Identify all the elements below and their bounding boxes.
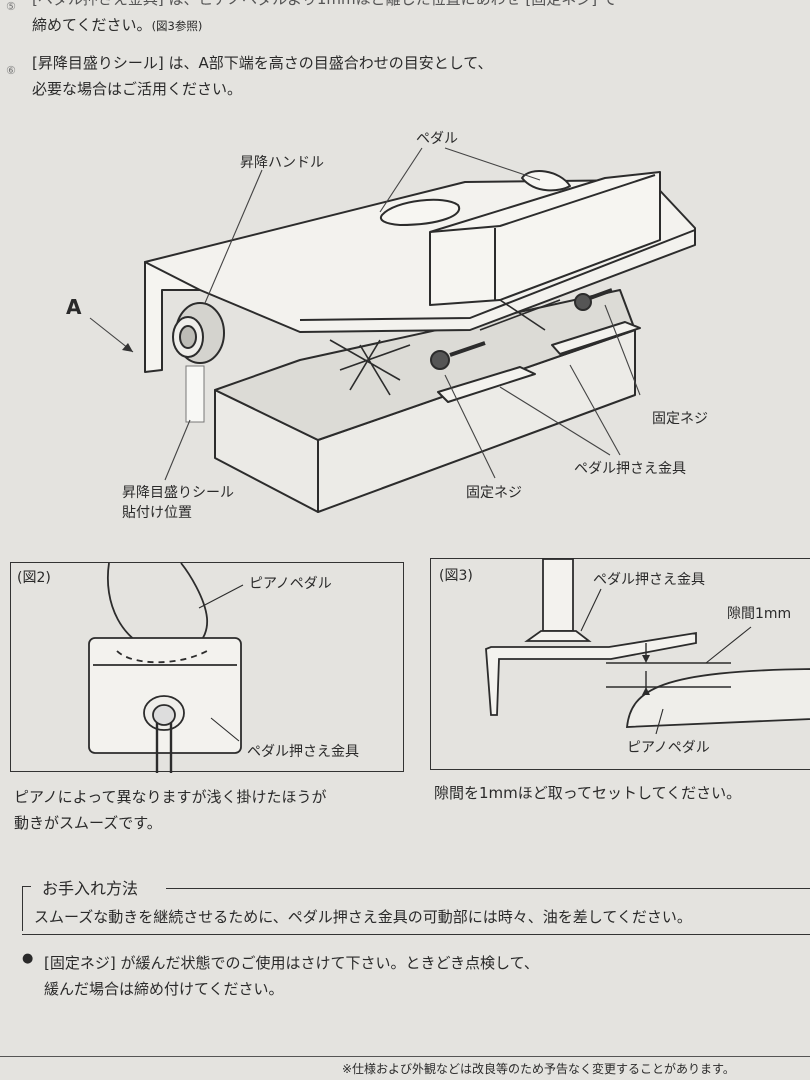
care-bottom-rule <box>22 934 810 936</box>
label-scale-seal: 昇降目盛りシール <box>122 485 234 501</box>
figure-2-caption-line1: ピアノによって異なりますが浅く掛けたほうが <box>14 788 327 806</box>
step6-line1: [昇降目盛りシール] は、A部下端を高さの目盛合わせの目安として、 <box>32 54 493 72</box>
figure-3-label-clamp: ペダル押さえ金具 <box>593 572 705 588</box>
footer-rule <box>0 1056 810 1058</box>
figure-2-caption-line2: 動きがスムーズです。 <box>14 814 162 832</box>
figure-2-title: (図2) <box>17 570 51 586</box>
label-fixing-screw-right: 固定ネジ <box>652 411 708 427</box>
figure-3-caption: 隙間を1mmほど取ってセットしてください。 <box>434 784 742 802</box>
footer-note: ※仕様および外観などは改良等のため予告なく変更することがあります。 <box>342 1062 735 1076</box>
step5-ref: (図3参照) <box>151 19 203 33</box>
step6-number: ⑥ <box>6 64 16 77</box>
care-heading-rule <box>166 888 810 890</box>
label-pedal: ペダル <box>416 131 458 147</box>
step5-number: ⑤ <box>6 0 16 13</box>
label-seal-position: 貼付け位置 <box>122 505 192 521</box>
care-text: スムーズな動きを継続させるために、ペダル押さえ金具の可動部には時々、油を差してく… <box>34 908 692 926</box>
main-device-illustration <box>89 147 696 513</box>
note-line2: 緩んだ場合は締め付けてください。 <box>44 980 284 998</box>
figure-2-illustration <box>88 562 244 773</box>
care-bracket <box>22 886 31 931</box>
step6-line2: 必要な場合はご活用ください。 <box>32 80 243 98</box>
step5-line1: [ペダル押さえ金具] は、ピアノペダルより1mmほど離した位置にあわせ [固定ネ… <box>32 0 617 10</box>
figure-2-label-piano-pedal: ピアノペダル <box>249 576 332 592</box>
figure-3-illustration <box>485 558 810 735</box>
label-pedal-clamp: ペダル押さえ金具 <box>574 461 686 477</box>
label-lift-handle: 昇降ハンドル <box>240 155 324 171</box>
note-bullet: ● <box>22 951 34 966</box>
figure-2-box: (図2) ピアノペダル ペダル押さえ金具 <box>10 562 404 773</box>
figure-3-label-gap: 隙間1mm <box>727 606 792 622</box>
figure-3-title: (図3) <box>439 568 473 584</box>
label-fixing-screw-left: 固定ネジ <box>466 485 522 501</box>
step5-line2-text: 締めてください。 <box>32 16 152 34</box>
care-heading: お手入れ方法 <box>42 879 139 898</box>
figure-3-box: (図3) ペダル押さえ金具 隙間1mm ピアノペダル <box>430 558 810 770</box>
figure-2-label-clamp: ペダル押さえ金具 <box>247 744 359 760</box>
figure-3-label-piano-pedal: ピアノペダル <box>627 740 710 756</box>
label-a: A <box>66 295 82 319</box>
step5-line2: 締めてください。(図3参照) <box>32 14 202 37</box>
note-line1: [固定ネジ] が緩んだ状態でのご使用はさけて下さい。ときどき点検して、 <box>44 954 539 972</box>
